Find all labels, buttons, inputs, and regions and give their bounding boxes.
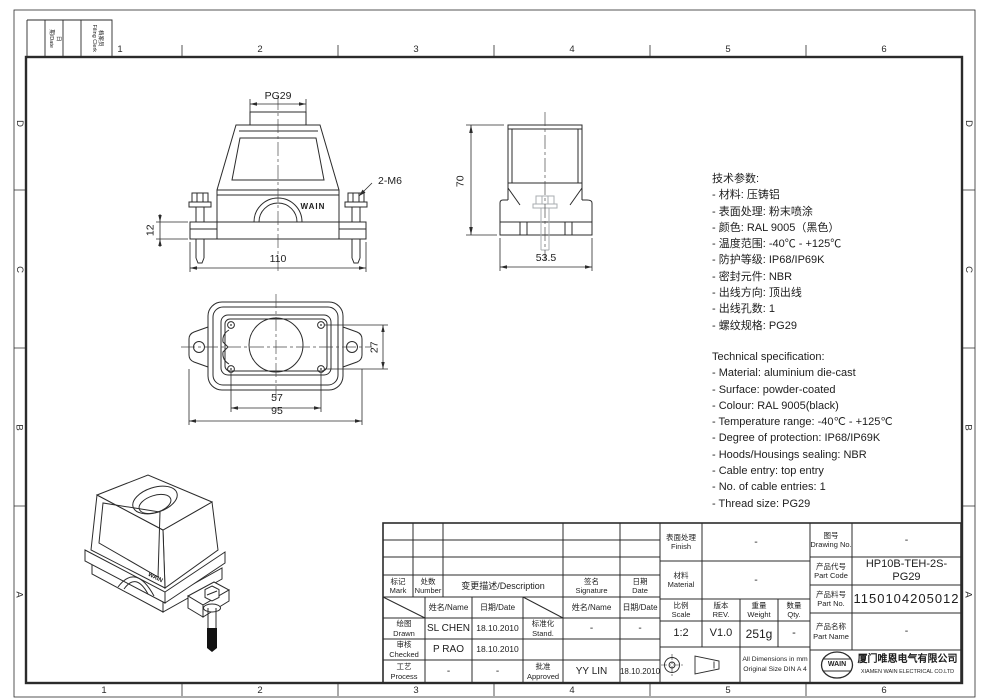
drawn-label: 绘图 Drawn (393, 619, 415, 638)
process-date: - (495, 665, 500, 677)
dimensions-note: All Dimensions in mm Original Size DIN A… (742, 655, 808, 673)
revision-number-header: 处数 Number (414, 576, 442, 595)
part-name-value: - (904, 625, 909, 638)
drawn-date: 18.10.2010 (476, 623, 519, 634)
company-logo (820, 651, 854, 679)
bottom-view (181, 294, 388, 425)
weight-value: 251g (745, 626, 773, 641)
approved-date: 18.10.2010 (619, 666, 661, 676)
zone-col-6-top: 6 (881, 43, 887, 55)
approved-label: 批准 Approved (526, 662, 560, 681)
zone-col-6-bottom: 6 (881, 685, 887, 696)
company-logo-text: WAIN (827, 661, 847, 669)
isometric-view (84, 474, 231, 652)
front-wain-mark: WAIN (300, 201, 326, 211)
zone-col-5-top: 5 (725, 43, 731, 55)
zone-col-4-bottom: 4 (569, 685, 575, 696)
stand-date: - (638, 622, 642, 634)
scale-value: 1:2 (673, 627, 689, 640)
rev-value: V1.0 (709, 627, 733, 640)
checked-name: P RAO (433, 643, 464, 655)
signoff-name2-header: 姓名/Name (571, 602, 612, 612)
weight-label: 重量 Weight (747, 600, 771, 619)
dim-side-height: 70 (454, 175, 467, 187)
qty-label: 数量 Qty. (786, 600, 802, 619)
scale-label: 比例 Scale (671, 600, 691, 619)
process-name: - (446, 665, 451, 677)
dim-front-bolts: 2-M6 (378, 175, 402, 188)
revision-description-header: 变更描述/Description (461, 580, 545, 591)
filing-clerk-label: 档案员 Filing Clerk (90, 24, 103, 53)
zone-col-2-bottom: 2 (257, 685, 263, 696)
part-no-value: 1150104205012 (853, 591, 960, 607)
zone-row-a-left: A (14, 590, 25, 598)
process-label: 工艺 Process (390, 662, 418, 681)
finish-label: 表面处理 Finish (666, 532, 696, 551)
front-view (156, 96, 373, 272)
front-bolt-right (344, 192, 368, 264)
side-dimensions (466, 124, 593, 271)
signoff-date-header: 日期/Date (479, 602, 516, 612)
checked-label: 审核 Checked (389, 640, 419, 659)
zone-col-5-bottom: 5 (725, 685, 731, 696)
title-block-grid (382, 522, 962, 684)
signoff-date2-header: 日期/Date (622, 602, 658, 612)
checked-date: 18.10.2010 (476, 644, 519, 655)
iso-bolt-shaft (207, 628, 217, 652)
dim-side-width: 53.5 (535, 252, 557, 265)
zone-row-d-left: D (14, 119, 25, 127)
zone-col-1-bottom: 1 (101, 685, 107, 696)
material-value: - (754, 573, 758, 586)
part-code-value: HP10B-TEH-2S-PG29 (865, 557, 948, 583)
part-code-label: 产品代号 Part Code (814, 561, 848, 580)
dim-bottom-width: 95 (271, 405, 283, 418)
drawing-no-value: - (904, 533, 909, 546)
company-name-en: XIAMEN WAIN ELECTRICAL CO.LTD (860, 669, 955, 676)
dim-front-thread: PG29 (264, 90, 292, 103)
part-name-label: 产品名称 Part Name (813, 622, 849, 641)
specs-english: Technical specification: - Material: alu… (712, 351, 893, 510)
zone-col-3-top: 3 (413, 43, 419, 55)
qty-value: - (792, 627, 796, 640)
signoff-name-header: 姓名/Name (428, 602, 469, 612)
stand-label: 标准化 Stand. (531, 619, 555, 638)
dim-bottom-hole-v: 27 (368, 341, 381, 353)
dim-front-width: 110 (269, 253, 287, 266)
revision-signature-header: 签名 Signature (575, 576, 608, 595)
specs-chinese: 技术参数: - 材料: 压铸铝 - 表面处理: 粉末喷涂 - 颜色: RAL 9… (712, 173, 842, 332)
filing-clerk-cell: 档案员 Filing Clerk (81, 20, 112, 57)
filing-date-cell: 日期/Date (45, 20, 63, 57)
revision-date-header: 日期 Date (632, 576, 648, 595)
revision-mark-header: 标记 Mark (389, 576, 407, 595)
side-view (466, 112, 593, 271)
zone-row-b-left: B (14, 423, 25, 431)
approved-name: YY LIN (575, 665, 608, 677)
stand-name: - (589, 622, 594, 634)
bottom-dimensions (188, 324, 388, 425)
zone-row-a-right: A (963, 590, 974, 598)
front-dimensions (156, 99, 373, 272)
front-bolt-left (188, 192, 212, 264)
zone-col-1-top: 1 (117, 43, 123, 55)
dim-front-flange: 12 (144, 224, 157, 237)
company-name-cn: 厦门唯恩电气有限公司 (857, 653, 958, 665)
zone-row-d-right: D (963, 119, 974, 127)
finish-value: - (754, 535, 758, 548)
part-no-label: 产品料号 Part No. (816, 589, 846, 608)
zone-row-c-left: C (14, 265, 25, 273)
drawn-name: SL CHEN (427, 622, 470, 634)
projection-symbol (661, 654, 720, 676)
rev-label: 版本 REV. (712, 600, 730, 619)
zone-col-3-bottom: 3 (413, 685, 419, 696)
bottom-centerlines (181, 294, 372, 398)
dim-bottom-hole-h: 57 (271, 392, 283, 405)
drawing-no-label: 图号 Drawing No. (810, 530, 852, 549)
zone-col-2-top: 2 (257, 43, 263, 55)
material-label: 材料 Material (667, 570, 695, 589)
filing-date-label: 日期/Date (48, 29, 61, 48)
zone-col-4-top: 4 (569, 43, 575, 55)
iso-wain-mark: WAIN (146, 572, 164, 585)
